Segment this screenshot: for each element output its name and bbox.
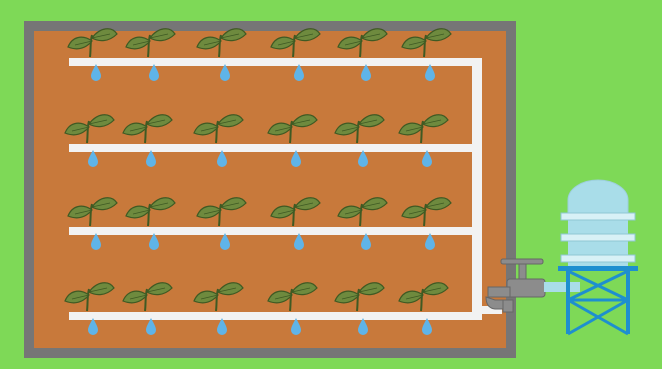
faucet-icon [485,258,546,313]
drip-line-pipe [69,144,478,152]
drip-line-pipe [69,58,478,66]
tank-outlet-pipe [544,282,580,292]
drip-line-pipe [69,227,478,235]
faucet-connector-pipe [482,306,502,314]
planting-field [64,27,502,335]
water-tank-icon [558,179,638,336]
main-supply-pipe [472,58,482,320]
drip-line-pipe [69,312,478,320]
soil-bed [34,31,506,348]
